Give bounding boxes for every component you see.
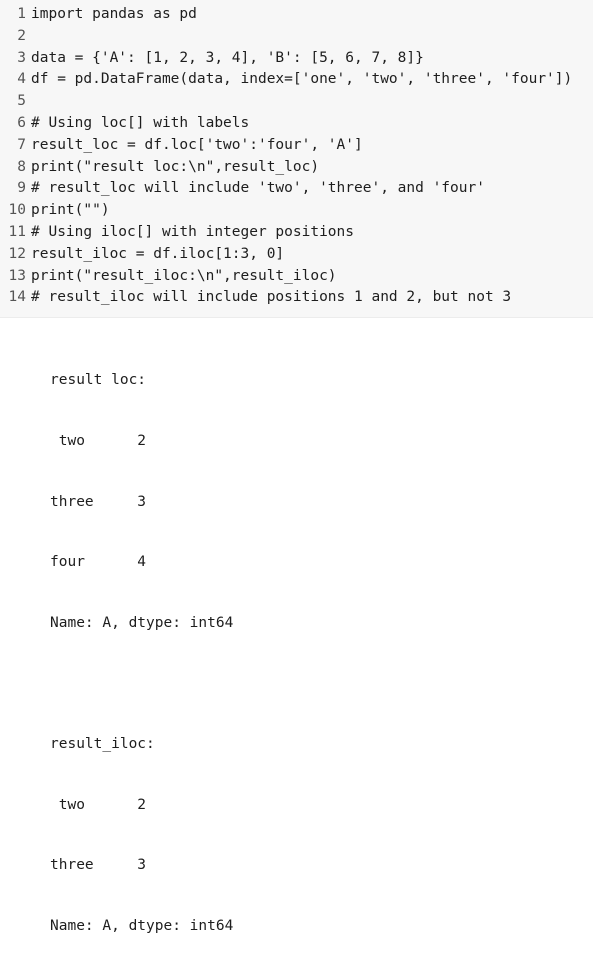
code-line: 9 # result_loc will include 'two', 'thre…	[0, 178, 593, 200]
line-number: 1	[17, 6, 26, 22]
line-code: print("result loc:\n",result_loc)	[31, 158, 320, 175]
line-number: 13	[8, 267, 26, 284]
output-line: three 3	[50, 857, 147, 874]
cell-output: result loc: two 2 three 3 four 4 Name: A…	[50, 330, 233, 956]
line-code: print("")	[31, 202, 110, 219]
line-code: # Using loc[] with labels	[31, 114, 250, 131]
code-line: 10 print("")	[0, 200, 593, 222]
code-line: 1 import pandas as pd	[0, 4, 593, 26]
line-number: 4	[17, 71, 26, 88]
code-line: 6 # Using loc[] with labels	[0, 113, 593, 135]
line-number: 10	[8, 202, 26, 219]
line-code: # result_loc will include 'two', 'three'…	[31, 180, 485, 197]
line-number: 2	[17, 27, 26, 44]
code-line: 12 result_iloc = df.iloc[1:3, 0]	[0, 244, 593, 266]
line-number: 9	[17, 180, 26, 197]
line-code: # result_iloc will include positions 1 a…	[31, 289, 512, 306]
code-line: 4 df = pd.DataFrame(data, index=['one', …	[0, 69, 593, 91]
code-line: 2	[0, 26, 593, 48]
line-code: result_iloc = df.iloc[1:3, 0]	[31, 245, 285, 262]
code-line: 5	[0, 91, 593, 113]
line-number: 3	[17, 49, 26, 66]
line-number: 5	[17, 93, 26, 110]
code-line: 8 print("result loc:\n",result_loc)	[0, 157, 593, 179]
line-code: result_loc = df.loc['two':'four', 'A']	[31, 136, 363, 153]
code-line: 13 print("result_iloc:\n",result_iloc)	[0, 266, 593, 288]
output-line: result loc:	[50, 372, 147, 389]
output-spacer	[50, 673, 233, 693]
line-code: df = pd.DataFrame(data, index=['one', 't…	[31, 71, 573, 88]
output-line: Name: A, dtype: int64	[50, 614, 234, 631]
line-code: # Using iloc[] with integer positions	[31, 223, 355, 240]
code-line: 3 data = {'A': [1, 2, 3, 4], 'B': [5, 6,…	[0, 48, 593, 70]
line-number: 11	[8, 223, 26, 240]
code-line: 11 # Using iloc[] with integer positions	[0, 222, 593, 244]
output-line: two 2	[50, 796, 147, 813]
line-code: print("result_iloc:\n",result_iloc)	[31, 267, 337, 284]
output-line: four 4	[50, 554, 147, 571]
line-code: data = {'A': [1, 2, 3, 4], 'B': [5, 6, 7…	[31, 49, 424, 66]
output-line: two 2	[50, 433, 147, 449]
line-number: 8	[17, 158, 26, 175]
line-number: 6	[17, 114, 26, 131]
line-number: 14	[8, 289, 26, 306]
line-number: 7	[17, 136, 26, 153]
line-number: 12	[8, 245, 26, 262]
code-line: 14 # result_iloc will include positions …	[0, 287, 593, 309]
line-code: import pandas as pd	[31, 6, 197, 22]
code-cell[interactable]: 1 import pandas as pd 2 3 data = {'A': […	[0, 0, 593, 318]
output-line: three 3	[50, 493, 147, 510]
output-line: result_iloc:	[50, 735, 155, 752]
code-line: 7 result_loc = df.loc['two':'four', 'A']	[0, 135, 593, 157]
output-line: Name: A, dtype: int64	[50, 917, 234, 934]
